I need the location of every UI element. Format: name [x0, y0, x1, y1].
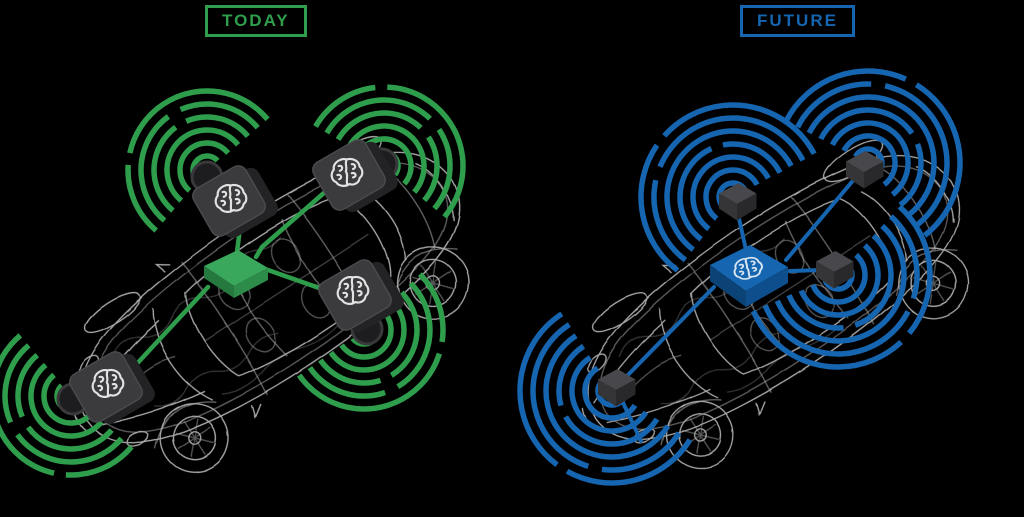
future-label: FUTURE: [740, 5, 855, 37]
wire-sensor-top-left: [736, 212, 748, 252]
wire-sensor-mid-right: [265, 267, 325, 292]
wire-sensor-top-right: [784, 175, 858, 262]
wire-sensor-bottom-left: [622, 285, 716, 381]
central-gateway-box: [204, 250, 268, 298]
wire-sensor-bottom-left: [129, 284, 211, 372]
today-label: TODAY: [205, 5, 307, 37]
sensor-top-left: [188, 156, 282, 248]
central-brain-unit: [710, 245, 788, 307]
today-panel: [0, 58, 513, 516]
sensor-bottom-left: [56, 342, 159, 434]
wire-harness: [129, 189, 328, 372]
wire-sensor-top-right: [253, 189, 328, 260]
future-panel: [485, 39, 1011, 517]
sensor-top-right: [308, 130, 402, 222]
sensor-mid-right: [314, 250, 408, 346]
